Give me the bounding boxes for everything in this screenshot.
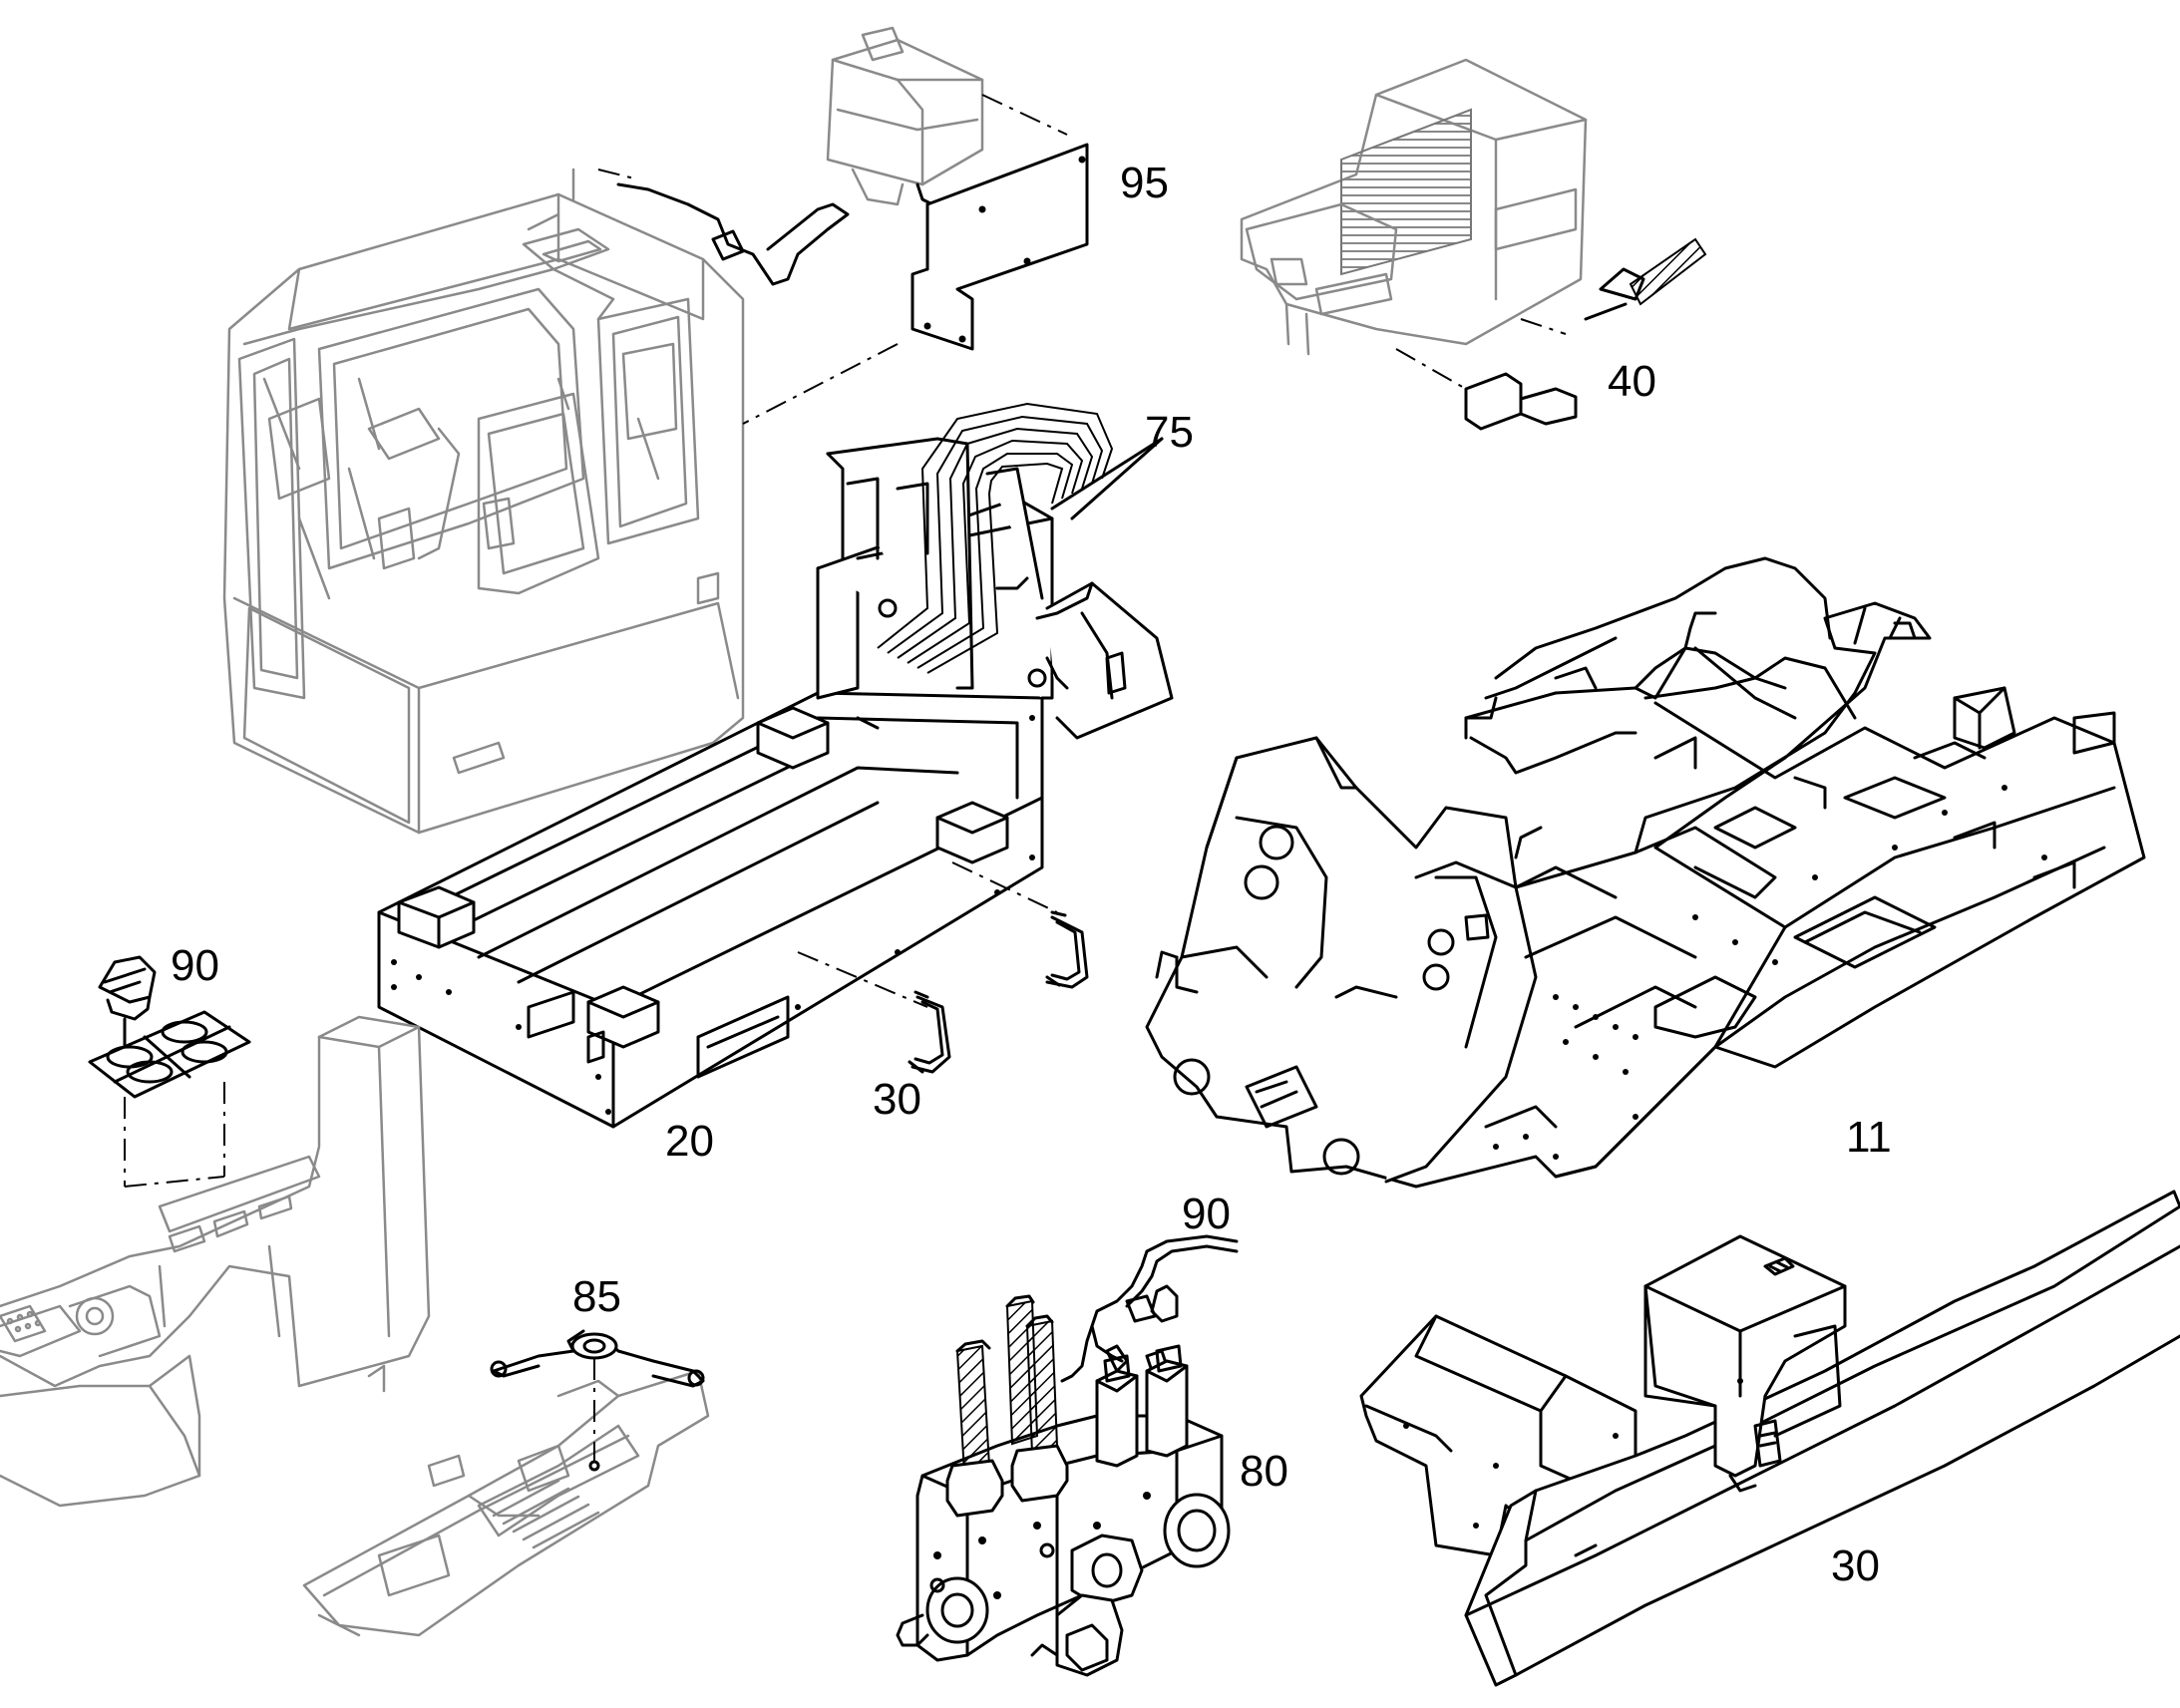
main-frame-chassis <box>1145 556 2146 1189</box>
cab-base-tray <box>377 437 1174 1129</box>
cable-harness <box>877 402 1164 674</box>
selector-knob-and-plate <box>88 955 251 1188</box>
callout-85: 85 <box>572 1272 621 1321</box>
callout-40: 40 <box>1608 357 1656 406</box>
callout-90-knob: 90 <box>171 941 219 990</box>
control-console <box>0 1015 431 1508</box>
cab-floor-plate <box>302 1369 710 1637</box>
callout-90-harness: 90 <box>1182 1190 1231 1238</box>
callout-75: 75 <box>1145 408 1194 457</box>
callout-30-handles: 30 <box>873 1075 921 1124</box>
heater-unit-assembly <box>1240 58 1707 431</box>
callout-11: 11 <box>1846 1113 1892 1162</box>
callout-20: 20 <box>665 1117 714 1166</box>
solenoid-valve-block <box>896 1234 1239 1677</box>
callout-80: 80 <box>1240 1447 1288 1496</box>
cover-and-skirt-rail <box>1359 1190 2180 1687</box>
operator-cab <box>222 168 745 835</box>
console-keypad <box>0 1304 47 1343</box>
coolant-reservoir-assembly <box>597 26 1089 425</box>
callout-labels: 95 40 75 90 30 20 11 90 85 80 30 <box>171 159 1892 1590</box>
callout-95: 95 <box>1120 159 1169 207</box>
u-handle-pair <box>908 910 1089 1074</box>
callout-30-cover: 30 <box>1831 1541 1880 1590</box>
control-lever <box>490 1329 705 1472</box>
